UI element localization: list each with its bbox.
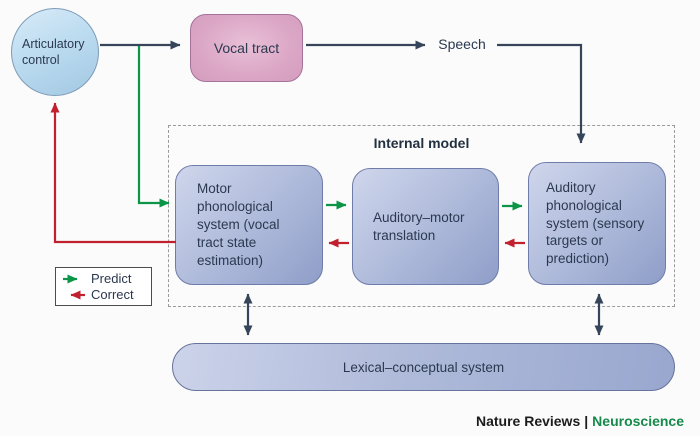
motor-phonological-system-node: Motor phonological system (vocal tract s…	[175, 165, 323, 285]
speech-label: Speech	[438, 36, 486, 52]
footer-separator: |	[584, 413, 589, 429]
auditory-motor-translation-label: Auditory–motor translation	[373, 209, 465, 243]
auditory-phonological-system-node: Auditory phonological system (sensory ta…	[528, 162, 666, 285]
vocal-tract-label: Vocal tract	[213, 40, 280, 56]
auditory-phonological-system-label: Auditory phonological system (sensory ta…	[546, 179, 645, 267]
articulatory-control-label: Articulatory control	[22, 36, 85, 67]
legend-box: Predict Correct	[55, 267, 152, 306]
journal-footer: Nature Reviews|Neuroscience	[476, 413, 684, 429]
vocal-tract-node: Vocal tract	[190, 14, 303, 82]
lexical-conceptual-system-node: Lexical–conceptual system	[172, 343, 675, 391]
predict-arrow-icon	[63, 274, 78, 283]
legend-predict-row: Predict	[62, 271, 151, 286]
correct-arrow-icon	[70, 290, 85, 299]
motor-phonological-system-label: Motor phonological system (vocal tract s…	[197, 181, 280, 268]
legend-predict-label: Predict	[91, 271, 132, 286]
footer-journal: Neuroscience	[592, 413, 684, 429]
auditory-motor-translation-node: Auditory–motor translation	[352, 168, 499, 285]
legend-correct-label: Correct	[91, 287, 134, 302]
footer-brand: Nature Reviews	[475, 413, 581, 429]
arrow-predict-articulatory-to-motor	[137, 46, 170, 208]
articulatory-control-node: Articulatory control	[11, 8, 99, 96]
legend-correct-row: Correct	[62, 287, 151, 302]
lexical-conceptual-system-label: Lexical–conceptual system	[342, 359, 505, 375]
internal-model-title: Internal model	[373, 135, 470, 151]
arrow-correct-motor-to-articulatory	[50, 102, 176, 244]
